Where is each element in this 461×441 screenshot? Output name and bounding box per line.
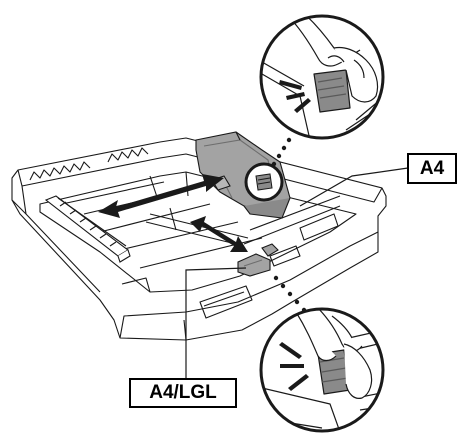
lever-highlight-circle bbox=[244, 162, 284, 202]
paper-tray bbox=[11, 137, 387, 341]
dotted-connector bbox=[271, 137, 292, 167]
leader-line bbox=[185, 267, 247, 380]
zoom-circle-bottom bbox=[259, 307, 385, 433]
label-a4: A4 bbox=[407, 153, 457, 184]
double-arrow-icon bbox=[98, 174, 224, 218]
left-paper-guide bbox=[44, 195, 131, 263]
leader-line bbox=[299, 167, 409, 207]
label-a4-text: A4 bbox=[419, 157, 445, 179]
zoom-circle-top bbox=[259, 14, 385, 140]
press-marks-icon bbox=[279, 80, 311, 113]
dotted-connector bbox=[273, 275, 307, 313]
label-a4-lgl-text: A4/LGL bbox=[149, 382, 217, 403]
front-size-guide bbox=[237, 243, 279, 277]
label-a4-lgl: A4/LGL bbox=[129, 378, 237, 408]
press-marks-icon bbox=[279, 342, 309, 391]
double-arrow-icon bbox=[190, 216, 248, 252]
